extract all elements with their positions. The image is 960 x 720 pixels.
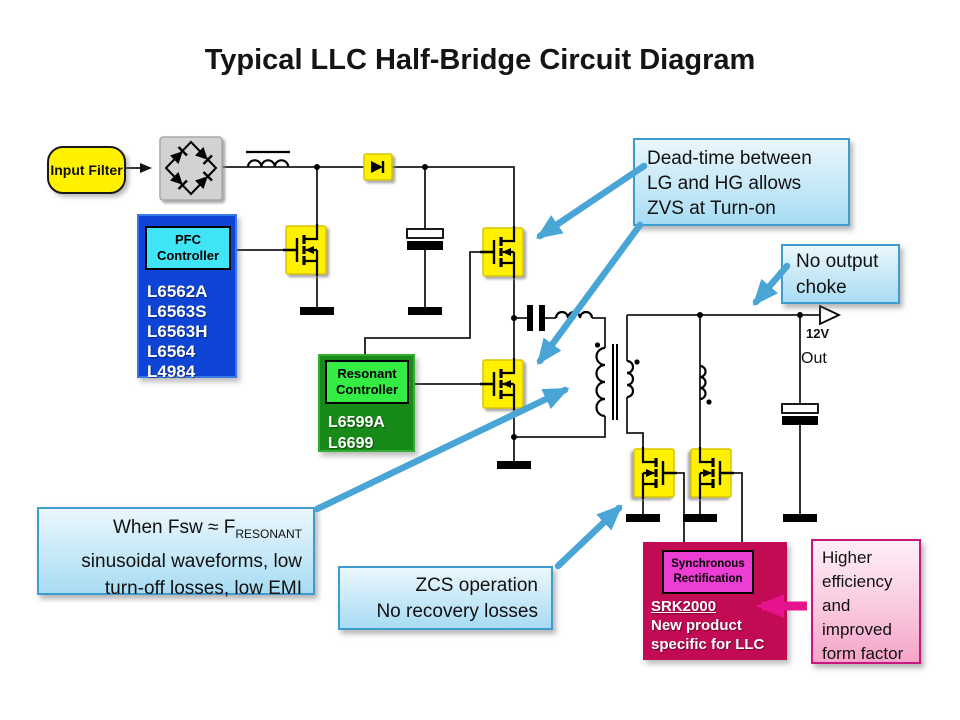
- callout-line: No recovery losses: [376, 601, 538, 622]
- sync-rect-desc-line: New product: [651, 617, 742, 634]
- boost-diode: [363, 153, 393, 181]
- callout-line: turn-off losses, low EMI: [104, 577, 302, 599]
- subscript-resonant: RESONANT: [235, 526, 302, 541]
- sync-rect-desc-line: specific for LLC: [651, 636, 765, 653]
- slide-title: Typical LLC Half-Bridge Circuit Diagram: [204, 44, 756, 76]
- callout-dead-time: Dead-time between LG and HG allows ZVS a…: [633, 138, 850, 226]
- callout-line: LG and HG allows: [647, 173, 802, 194]
- callout-line: and: [822, 596, 851, 615]
- callout-line: choke: [796, 277, 847, 298]
- callout-line: Dead-time between: [647, 148, 812, 169]
- sync-rect-part-list: SRK2000 New product specific for LLC: [651, 597, 764, 654]
- callout-zcs: ZCS operation No recovery losses: [338, 566, 553, 630]
- pfc-inductor: [246, 150, 290, 168]
- sync-rectification-block: Synchronous Rectification SRK2000 New pr…: [643, 542, 787, 660]
- pfc-part-list: L6562A L6563S L6563H L6564 L4984: [147, 282, 207, 382]
- resonant-part-list: L6599A L6699: [328, 412, 385, 454]
- callout-when-fsw: When Fsw ≈ FRESONANT sinusoidal waveform…: [37, 507, 315, 599]
- callout-line: No output: [796, 251, 879, 272]
- bridge-rectifier: [159, 136, 223, 201]
- input-filter-block: Input Filter: [47, 146, 126, 194]
- part-number: L6699: [328, 435, 374, 452]
- output-capacitor: [781, 403, 819, 425]
- callout-line: ZVS at Turn-on: [647, 198, 776, 219]
- callout-line: efficiency: [822, 572, 893, 591]
- callout-line: improved: [822, 620, 892, 639]
- input-filter-label: Input Filter: [50, 162, 123, 178]
- part-number: L6563H: [147, 322, 208, 341]
- resonant-controller-label: Resonant Controller: [325, 360, 409, 404]
- output-label: Out: [801, 350, 827, 367]
- callout-higher-efficiency: Higher efficiency and improved form fact…: [811, 539, 921, 664]
- part-number: L6563S: [147, 302, 207, 321]
- callout-line: ZCS operation: [415, 575, 538, 596]
- part-number: L6564: [147, 342, 196, 361]
- resonant-controller-block: Resonant Controller L6599A L6699: [318, 354, 415, 452]
- callout-line: Higher: [822, 548, 873, 567]
- part-number: SRK2000: [651, 598, 717, 615]
- callout-line: form factor: [822, 644, 904, 663]
- part-number: L6599A: [328, 414, 385, 431]
- callout-line: sinusoidal waveforms, low: [81, 550, 302, 572]
- output-voltage-label: 12V: [806, 326, 830, 341]
- callout-line: When Fsw ≈ FRESONANT: [112, 517, 302, 541]
- callout-no-output-choke: No output choke: [781, 244, 900, 304]
- bulk-capacitor: [406, 228, 444, 250]
- part-number: L6562A: [147, 282, 208, 301]
- output-arrow-icon: [819, 304, 842, 326]
- pfc-controller-label: PFC Controller: [145, 226, 231, 270]
- sync-rectification-label: Synchronous Rectification: [662, 550, 754, 594]
- junction-dots: [314, 164, 803, 440]
- part-number: L4984: [147, 362, 196, 381]
- pfc-controller-block: PFC Controller L6562A L6563S L6563H L656…: [137, 214, 237, 381]
